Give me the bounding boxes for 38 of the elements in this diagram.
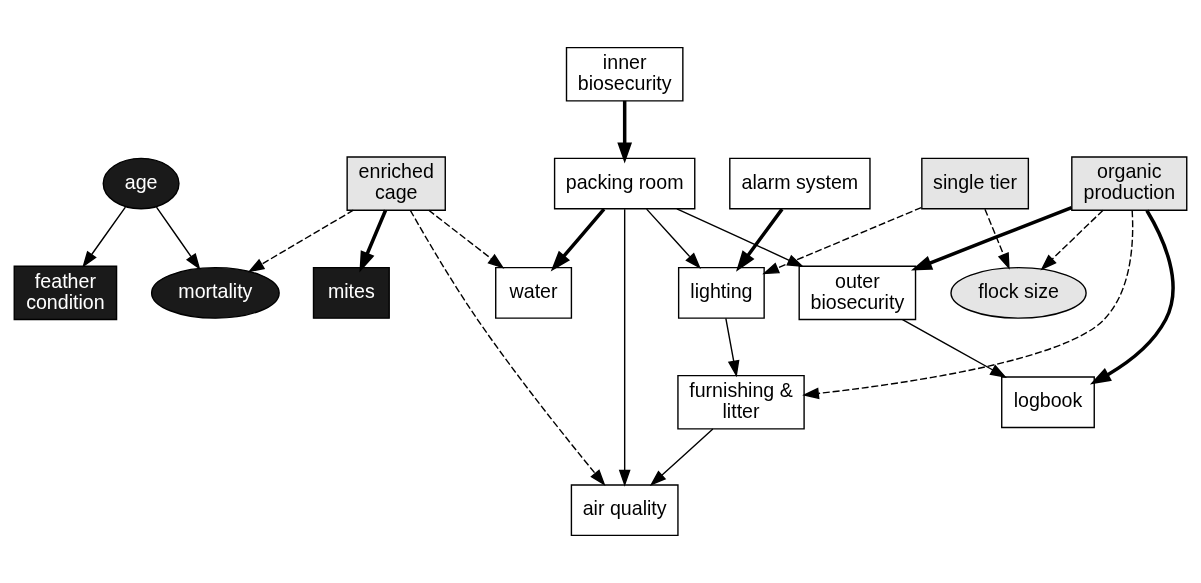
arrow [762, 206, 922, 275]
node-box: mites [312, 266, 390, 319]
arrow [645, 208, 701, 269]
node-ellipse: mortality [150, 266, 280, 319]
arrow [247, 209, 355, 273]
arrow [409, 209, 606, 486]
node-box: inner biosecurity [565, 46, 684, 102]
arrow [155, 206, 201, 271]
node-ellipse: age [102, 157, 180, 210]
node-box: alarm system [729, 157, 871, 210]
node-box: furnishing & litter [677, 374, 805, 430]
arrow [359, 209, 388, 273]
arrow [984, 208, 1010, 270]
node-box: organic production [1071, 156, 1188, 211]
arrow [802, 209, 1134, 400]
node-box: water [495, 266, 573, 319]
node-box: enriched cage [346, 156, 446, 211]
node-box: air quality [570, 484, 679, 537]
arrow [910, 205, 1073, 271]
arrow [736, 208, 784, 272]
node-box: feather condition [13, 265, 118, 321]
arrow [428, 209, 505, 269]
node-box: single tier [921, 157, 1030, 210]
arrow [1040, 209, 1104, 271]
arrow [901, 318, 1007, 378]
arrow [618, 208, 631, 487]
node-box: packing room [553, 157, 696, 210]
arrow [550, 208, 606, 272]
arrow [676, 208, 804, 268]
arrow [1089, 209, 1175, 385]
node-box: outer biosecurity [798, 265, 917, 321]
arrow [649, 428, 714, 487]
node-box: logbook [1001, 376, 1095, 429]
arrow [617, 100, 633, 164]
node-box: lighting [677, 266, 765, 319]
arrow [82, 206, 127, 268]
arrow [725, 317, 740, 378]
node-ellipse: flock size [950, 266, 1087, 319]
